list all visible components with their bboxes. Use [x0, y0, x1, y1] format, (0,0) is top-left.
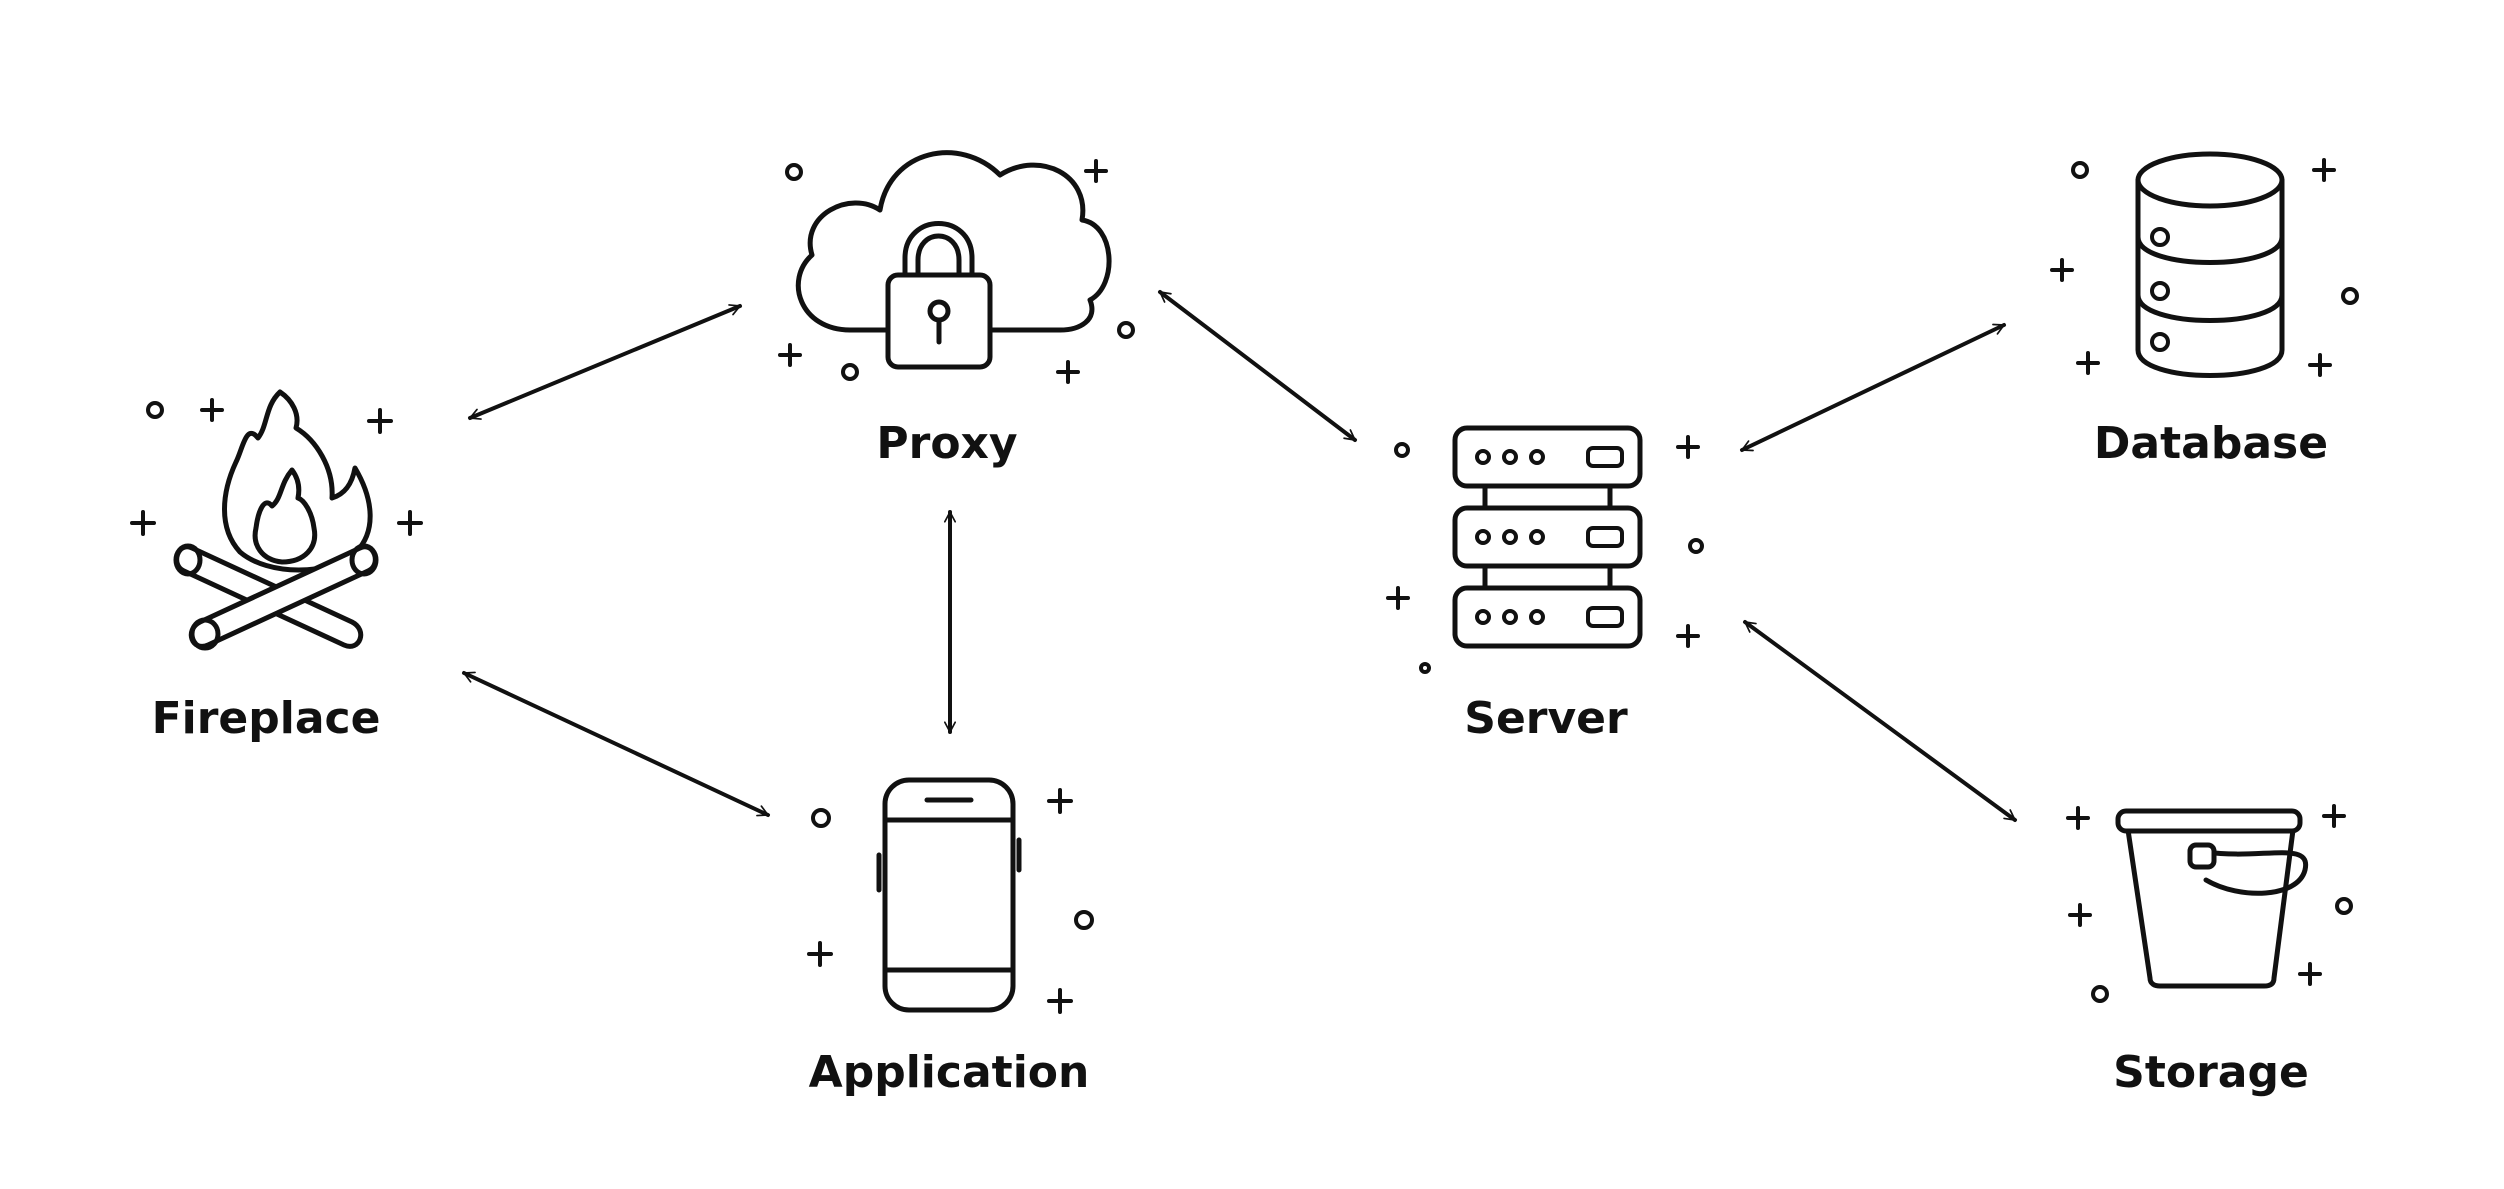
node-label-storage: Storage	[2113, 1047, 2309, 1098]
sparkle-decoration	[2066, 804, 2353, 1003]
node-fireplace[interactable]: Fireplace	[130, 389, 423, 744]
server-rack-icon	[1452, 425, 1643, 649]
node-label-application: Application	[809, 1047, 1090, 1098]
node-label-fireplace: Fireplace	[152, 693, 381, 744]
node-label-server: Server	[1464, 693, 1628, 744]
node-proxy[interactable]: Proxy	[778, 150, 1135, 469]
node-label-database: Database	[2094, 418, 2328, 469]
node-label-proxy: Proxy	[876, 418, 1017, 469]
database-icon	[2135, 151, 2285, 378]
edges	[462, 290, 2017, 822]
smartphone-icon	[876, 777, 1022, 1013]
sparkle-decoration	[778, 159, 1135, 384]
campfire-icon	[173, 389, 379, 651]
sparkle-decoration	[1386, 435, 1704, 674]
edge-proxy-server	[1158, 290, 1357, 442]
sparkle-decoration	[2050, 158, 2359, 377]
node-server[interactable]: Server	[1386, 425, 1704, 744]
edge-server-database	[1740, 323, 2006, 452]
node-storage[interactable]: Storage	[2066, 804, 2353, 1098]
bucket-icon	[2115, 808, 2309, 989]
sparkle-decoration	[807, 788, 1094, 1014]
edge-server-storage	[1743, 620, 2017, 822]
edge-fireplace-application	[462, 671, 770, 817]
node-application[interactable]: Application	[807, 777, 1094, 1098]
cloud-lock-icon	[795, 150, 1112, 370]
edge-fireplace-proxy	[468, 304, 742, 420]
node-database[interactable]: Database	[2050, 151, 2359, 469]
sparkle-decoration	[130, 398, 423, 536]
